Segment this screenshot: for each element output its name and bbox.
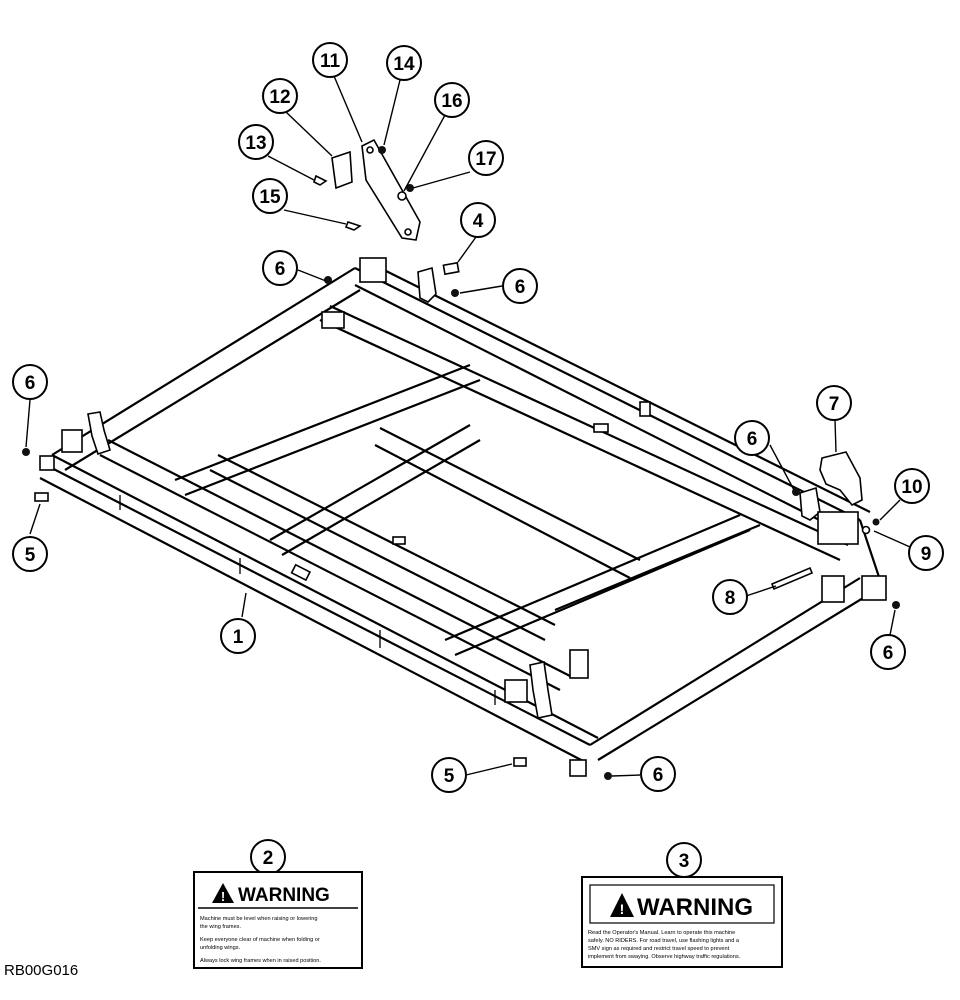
callout-5-left: 5 [12,536,48,572]
svg-text:9: 9 [921,544,932,565]
callout-3: 3 [666,842,702,878]
svg-text:12: 12 [269,87,290,108]
callout-8: 8 [712,579,748,615]
bolt-13 [313,174,328,186]
decal-3-line-1: Read the Operator's Manual. Learn to ope… [588,930,735,936]
svg-text:!: ! [620,901,625,917]
callout-5-bottom: 5 [431,757,467,793]
callout-14: 14 [386,45,422,81]
callout-11: 11 [312,42,348,78]
svg-text:6: 6 [25,373,36,394]
bracket-plate-11 [361,138,421,241]
callout-17: 17 [468,140,504,176]
svg-text:8: 8 [725,588,736,609]
decal-2-heading: WARNING [238,885,330,906]
decal-2-line-1: Machine must be level when raising or lo… [200,916,318,922]
nut-6-left [22,448,30,456]
callout-6-mid-right: 6 [734,420,770,456]
hardware [22,138,900,780]
svg-text:10: 10 [901,477,922,498]
nut-6-bottom [604,772,612,780]
decal-2-line-4: unfolding wings. [200,945,241,951]
callout-12: 12 [262,78,298,114]
svg-text:6: 6 [883,643,894,664]
svg-text:3: 3 [679,851,690,872]
callout-9: 9 [908,535,944,571]
decal-3-line-3: SMV sign as required and restrict travel… [588,946,730,952]
callout-6-bottom: 6 [640,756,676,792]
decal-4 [442,261,460,276]
warning-decal-2: ! WARNING Machine must be level when rai… [193,871,363,969]
callout-2: 2 [250,839,286,875]
nut-6-right [892,601,900,609]
nut-6-top-right [451,289,459,297]
nut-17 [406,184,414,192]
svg-text:17: 17 [475,149,496,170]
bolt-15 [344,221,362,231]
svg-text:14: 14 [393,54,415,75]
svg-text:11: 11 [320,51,341,72]
pin-8 [770,566,814,591]
clip-12 [331,150,353,190]
svg-text:13: 13 [245,133,266,154]
svg-text:5: 5 [25,545,36,566]
decal-5-left [34,492,49,502]
decal-2-line-5: Always lock wing frames when in raised p… [200,958,321,964]
svg-text:4: 4 [473,211,484,232]
decal-2-line-3: Keep everyone clear of machine when fold… [200,937,320,943]
callout-16: 16 [434,82,470,118]
callout-13: 13 [238,124,274,160]
callout-6-left: 6 [12,364,48,400]
warning-triangle-icon [212,883,234,903]
svg-text:!: ! [221,889,225,904]
svg-text:6: 6 [275,259,286,280]
nut-6-top-left [324,276,332,284]
svg-text:6: 6 [747,429,758,450]
warning-triangle-icon [610,893,634,917]
bracket-7 [819,451,863,507]
callout-6-top-left: 6 [262,250,298,286]
svg-text:16: 16 [441,91,462,112]
svg-text:7: 7 [829,394,840,415]
callout-6-right: 6 [870,634,906,670]
drawing-code: RB00G016 [4,962,79,979]
svg-text:6: 6 [515,277,526,298]
svg-text:15: 15 [259,187,281,208]
svg-text:1: 1 [233,627,244,648]
decal-3-heading: WARNING [637,894,753,921]
main-frame [39,257,887,777]
svg-text:2: 2 [263,848,274,869]
svg-text:5: 5 [444,766,455,787]
nut-10 [872,518,880,526]
decal-3-line-4: implement from swaying. Observe highway … [588,954,741,960]
washer-16 [397,191,407,201]
callout-15: 15 [252,178,288,214]
washer-9 [861,525,871,535]
callout-10: 10 [894,468,930,504]
callout-7: 7 [816,385,852,421]
leader-lines [25,75,911,777]
callout-4: 4 [460,202,496,238]
decal-5-bottom [513,757,527,767]
callout-6-top-right: 6 [502,268,538,304]
callout-1: 1 [220,618,256,654]
decal-2-line-2: the wing frames. [200,924,241,930]
decal-3-line-2: safely. NO RIDERS. For road travel, use … [588,938,740,944]
nut-14 [378,146,386,154]
warning-decal-3: ! WARNING Read the Operator's Manual. Le… [581,876,783,968]
svg-text:6: 6 [653,765,664,786]
